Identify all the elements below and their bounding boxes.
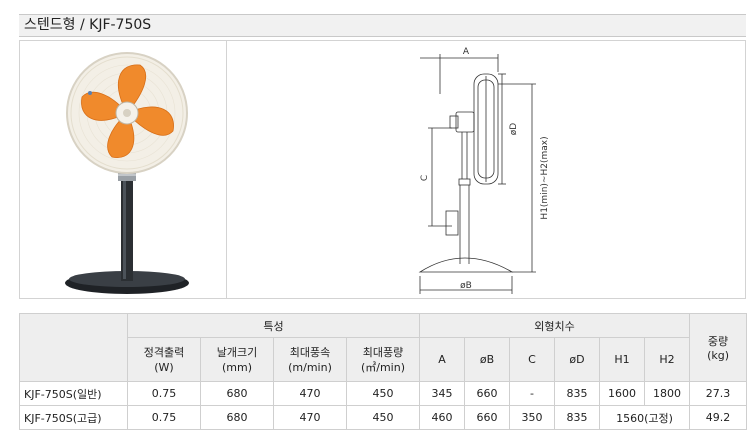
spec-table: 특성 외형치수 중량 (kg) 정격출력 (W) 날개크기 (mm) 최대풍속 … xyxy=(19,313,748,430)
header-dim-b: øB xyxy=(464,337,510,382)
header-blade-size: 날개크기 (mm) xyxy=(200,337,274,382)
dim-label-a: A xyxy=(463,47,470,57)
dim-h1-cell: 1600 xyxy=(599,381,645,406)
header-dim-c: C xyxy=(509,337,555,382)
dim-d-cell: 835 xyxy=(554,405,600,430)
dim-label-ob: øB xyxy=(460,281,472,291)
dim-b-cell: 660 xyxy=(464,405,510,430)
model-cell: KJF-750S(일반) xyxy=(19,381,128,406)
dim-c-cell: - xyxy=(509,381,555,406)
product-image-panel: A C øD H1(min)~H2(max) øB xyxy=(19,40,746,299)
dim-d-cell: 835 xyxy=(554,381,600,406)
page-title: 스텐드형 / KJF-750S xyxy=(19,14,746,37)
header-max-speed: 최대풍속 (m/min) xyxy=(273,337,347,382)
blade-cell: 680 xyxy=(200,381,274,406)
stand-fan-photo xyxy=(65,52,189,294)
model-cell: KJF-750S(고급) xyxy=(19,405,128,430)
table-row: KJF-750S(고급) 0.75 680 470 450 460 660 35… xyxy=(19,405,748,430)
group-header-dims: 외형치수 xyxy=(418,313,691,338)
group-header-spec: 특성 xyxy=(127,313,420,338)
speed-cell: 470 xyxy=(273,381,347,406)
dim-b-cell: 660 xyxy=(464,381,510,406)
dim-label-c: C xyxy=(420,175,430,181)
dim-a-cell: 460 xyxy=(419,405,465,430)
header-weight: 중량 (kg) xyxy=(689,313,748,382)
header-dim-a: A xyxy=(419,337,465,382)
volume-cell: 450 xyxy=(346,405,420,430)
weight-cell: 27.3 xyxy=(689,381,748,406)
output-cell: 0.75 xyxy=(127,381,201,406)
dim-label-h: H1(min)~H2(max) xyxy=(540,136,550,219)
blade-cell: 680 xyxy=(200,405,274,430)
header-dim-d: øD xyxy=(554,337,600,382)
header-dim-h2: H2 xyxy=(643,337,691,382)
speed-cell: 470 xyxy=(273,405,347,430)
header-dim-h1: H1 xyxy=(599,337,645,382)
dim-c-cell: 350 xyxy=(509,405,555,430)
table-row: KJF-750S(일반) 0.75 680 470 450 345 660 - … xyxy=(19,381,748,406)
dim-h-merged-cell: 1560(고정) xyxy=(598,405,691,430)
dim-h2-cell: 1800 xyxy=(643,381,691,406)
panel-divider xyxy=(226,41,227,298)
volume-cell: 450 xyxy=(346,381,420,406)
header-max-volume: 최대풍량 (㎥/min) xyxy=(346,337,420,382)
header-output: 정격출력 (W) xyxy=(127,337,201,382)
model-header-blank xyxy=(19,313,128,382)
output-cell: 0.75 xyxy=(127,405,201,430)
dim-label-od: øD xyxy=(509,123,519,136)
dim-a-cell: 345 xyxy=(419,381,465,406)
weight-cell: 49.2 xyxy=(689,405,748,430)
dimension-drawing: A C øD H1(min)~H2(max) øB xyxy=(418,47,550,294)
